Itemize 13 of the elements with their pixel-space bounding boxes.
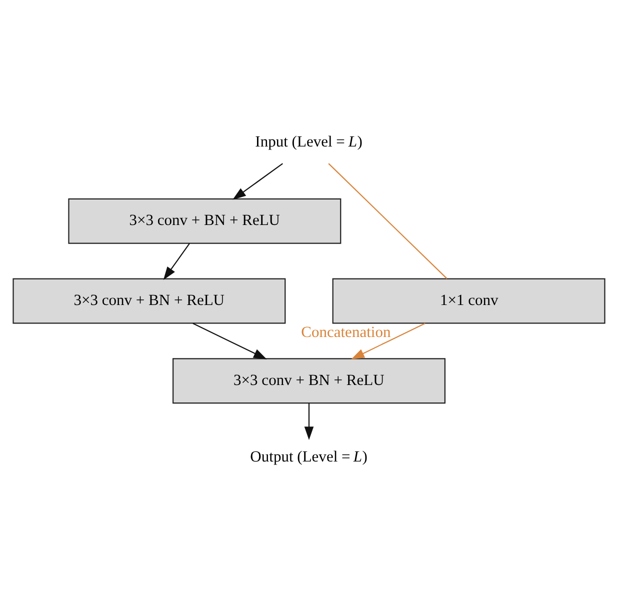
node-text: Output (Level = L) bbox=[250, 448, 368, 466]
arrow bbox=[304, 402, 314, 440]
node-box: 1×1 conv bbox=[332, 278, 606, 324]
connector bbox=[328, 162, 448, 279]
arrow bbox=[351, 322, 426, 359]
arrow bbox=[232, 162, 283, 200]
node-box: 3×3 conv + BN + ReLU bbox=[68, 198, 342, 244]
edge-label: Concatenation bbox=[301, 323, 391, 340]
arrow bbox=[192, 322, 267, 359]
node-text: Input (Level = L) bbox=[255, 132, 362, 150]
node-box: 3×3 conv + BN + ReLU bbox=[12, 278, 286, 324]
arrow bbox=[163, 242, 190, 280]
node-box: 3×3 conv + BN + ReLU bbox=[172, 358, 446, 404]
